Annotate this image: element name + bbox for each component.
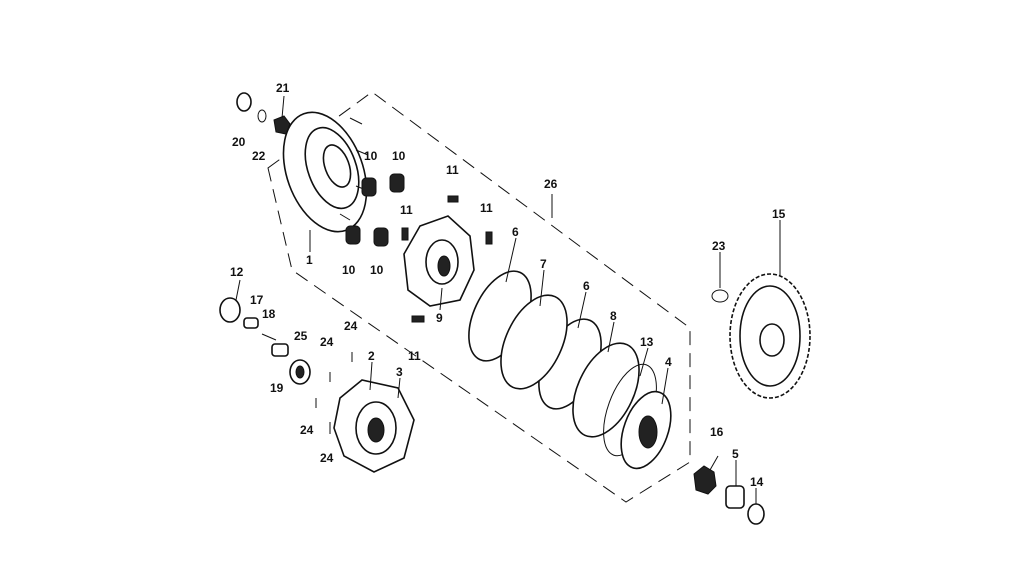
plate-8	[572, 342, 640, 438]
label-1: 1	[306, 253, 313, 267]
label-24a: 24	[344, 319, 358, 333]
label-22: 22	[252, 149, 266, 163]
label-11c: 11	[480, 201, 493, 215]
label-18: 18	[262, 307, 276, 321]
circlip	[711, 289, 729, 303]
label-16: 16	[710, 425, 724, 439]
label-8: 8	[610, 309, 617, 323]
pressure-plate	[403, 215, 475, 307]
label-6a: 6	[512, 225, 519, 239]
label-6b: 6	[583, 279, 590, 293]
label-13: 13	[640, 335, 654, 349]
label-17: 17	[250, 293, 264, 307]
label-5: 5	[732, 447, 739, 461]
label-2: 2	[368, 349, 375, 363]
center-hub	[620, 390, 672, 470]
callout-labels: 1 2 3 4 5 6 6 7 8 9 10 10 10 10 11 11 11…	[230, 81, 786, 489]
label-10d: 10	[370, 263, 384, 277]
label-21: 21	[276, 81, 290, 95]
label-14: 14	[750, 475, 764, 489]
label-10a: 10	[364, 149, 378, 163]
clutch-springs	[345, 173, 405, 247]
small-gear-parts	[693, 465, 765, 525]
primary-gear	[729, 273, 811, 399]
leader-lines	[235, 95, 781, 504]
clutch-housing	[282, 111, 369, 233]
label-11d: 11	[408, 349, 421, 363]
label-24b: 24	[320, 335, 334, 349]
label-24d: 24	[320, 451, 334, 465]
steel-plate	[500, 294, 568, 390]
label-20: 20	[232, 135, 246, 149]
label-11b: 11	[400, 203, 413, 217]
oil-pump	[333, 379, 415, 473]
small-hardware	[219, 92, 353, 434]
label-9: 9	[436, 311, 443, 325]
label-3: 3	[396, 365, 403, 379]
label-25: 25	[294, 329, 308, 343]
label-26: 26	[544, 177, 558, 191]
label-10b: 10	[392, 149, 406, 163]
label-10c: 10	[342, 263, 356, 277]
label-11a: 11	[446, 163, 459, 177]
pins	[401, 195, 493, 323]
label-7: 7	[540, 257, 547, 271]
label-15: 15	[772, 207, 786, 221]
label-12: 12	[230, 265, 244, 279]
label-23: 23	[712, 239, 726, 253]
label-19: 19	[270, 381, 284, 395]
label-4: 4	[665, 355, 672, 369]
label-24c: 24	[300, 423, 314, 437]
